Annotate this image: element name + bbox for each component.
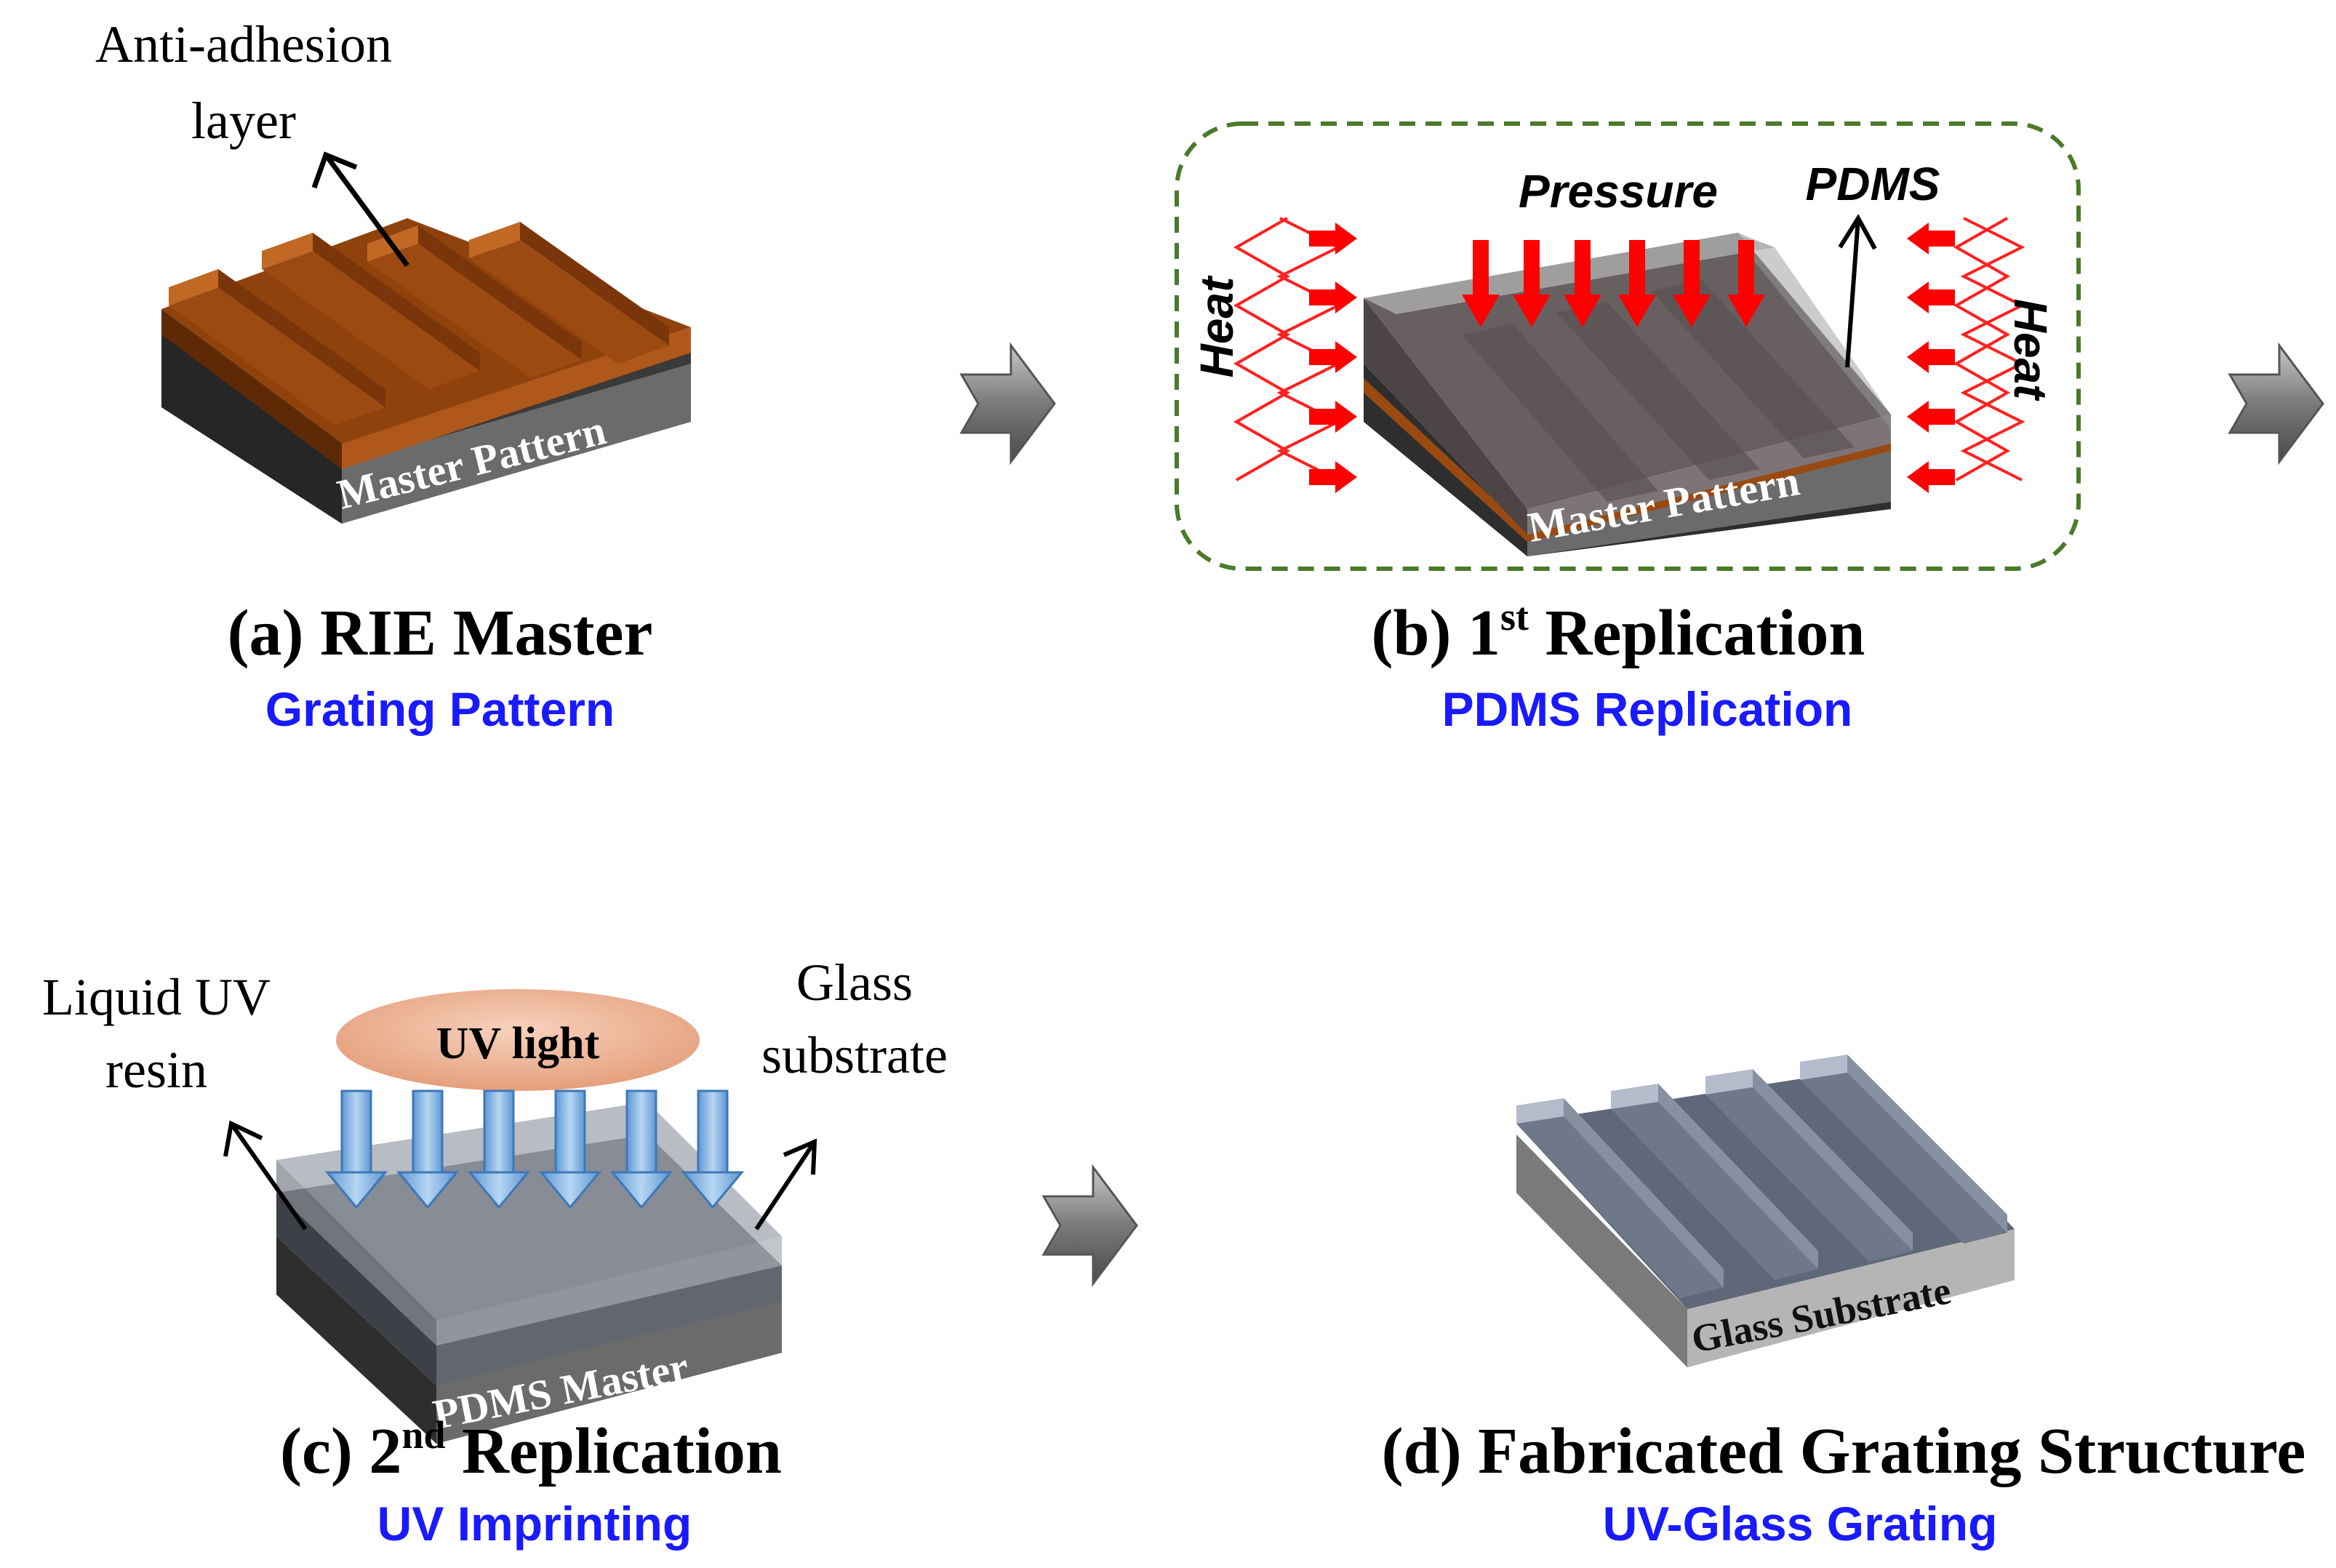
uv-glass-grating-ridges [1516,1055,2007,1298]
down-arrow-icon [1564,240,1601,327]
zigzag-heat-icon [1233,217,1291,481]
down-arrow-icon [1462,240,1500,327]
flow-arrow-cd [1041,1164,1138,1287]
right-chevron-arrow-icon [2228,342,2324,465]
right-arrow-icon [1309,223,1357,255]
panel-b: Master Pattern Pressure PDMS Heat [1175,121,2081,736]
down-arrow-icon [1673,240,1711,327]
panel-a-title: (a) RIE Master [228,597,653,669]
process-chamber-box [1175,121,2081,571]
down-arrow-icon [467,1089,531,1209]
glass-substrate-label-line2: substrate [761,1026,948,1084]
heat-left-label: Heat [1191,275,1243,377]
right-chevron-arrow-icon [959,342,1056,465]
right-chevron-arrow-icon [1041,1164,1138,1287]
zigzag-heat-icon [1960,217,2025,481]
pressure-label: Pressure [1519,165,1718,217]
panel-d: Glass Substrate (d) Fabricated Grating S… [1382,1055,2306,1551]
liquid-uv-resin-label-line1: Liquid UV [42,968,271,1026]
right-arrow-icon [1309,341,1357,373]
down-arrow-icon [538,1089,602,1209]
left-arrow-icon [1907,461,1955,493]
pdms-label: PDMS [1806,158,1940,210]
panel-c-title: (c) 2nd Replication [280,1413,782,1487]
down-arrow-icon [681,1089,745,1209]
arrow-head-icon [311,151,358,189]
panel-a: Master Pattern Anti-adhesion layer (a) R… [95,15,691,736]
panel-b-subtitle: PDMS Replication [1442,682,1853,736]
down-arrow-icon [609,1089,673,1209]
right-arrow-icon [1309,461,1357,493]
down-arrow-icon [1618,240,1656,327]
grating-ridges [169,222,669,425]
panel-d-subtitle: UV-Glass Grating [1603,1497,1998,1551]
flow-arrow-bc [2228,342,2324,465]
left-arrow-icon [1907,401,1955,433]
anti-adhesion-label-line1: Anti-adhesion [95,15,392,73]
uv-arrows [324,1089,745,1209]
heat-arrows-right [1907,223,1955,493]
left-arrow-icon [1907,223,1955,255]
pressure-arrows [1462,240,1765,327]
right-arrow-icon [1309,281,1357,313]
uv-light-source [336,989,700,1091]
left-arrow-icon [1907,281,1955,313]
pdms-pointer [1845,217,1860,368]
zigzag-heat-icon [1953,217,2011,481]
glass-substrate-label-line1: Glass [796,953,913,1012]
heat-right-label: Heat [2004,299,2057,401]
panel-b-title: (b) 1st Replication [1372,595,1865,669]
down-arrow-icon [396,1089,460,1209]
left-arrow-icon [1907,341,1955,373]
anti-adhesion-label-line2: layer [191,92,296,150]
anti-adhesion-pointer [324,153,409,268]
panel-c-subtitle: UV Imprinting [377,1497,692,1551]
panel-c: PDMS Master UV light Liquid UV resin Gla… [42,953,948,1551]
right-arrow-icon [1309,401,1357,433]
liquid-uv-resin-label-line2: resin [105,1041,207,1099]
heat-arrows-left [1309,223,1357,493]
arrow-head-icon [783,1138,817,1175]
resin-pointer [229,1122,308,1231]
flow-arrow-ab [959,342,1056,465]
uv-light-label: UV light [436,1019,600,1068]
panel-a-subtitle: Grating Pattern [265,682,615,736]
down-arrow-icon [324,1089,388,1209]
arrow-head-icon [1838,214,1877,250]
glass-pointer [754,1140,817,1231]
arrow-head-icon [223,1120,263,1157]
down-arrow-icon [1513,240,1551,327]
down-arrow-icon [1727,240,1765,327]
panel-d-title: (d) Fabricated Grating Structure [1382,1415,2306,1487]
